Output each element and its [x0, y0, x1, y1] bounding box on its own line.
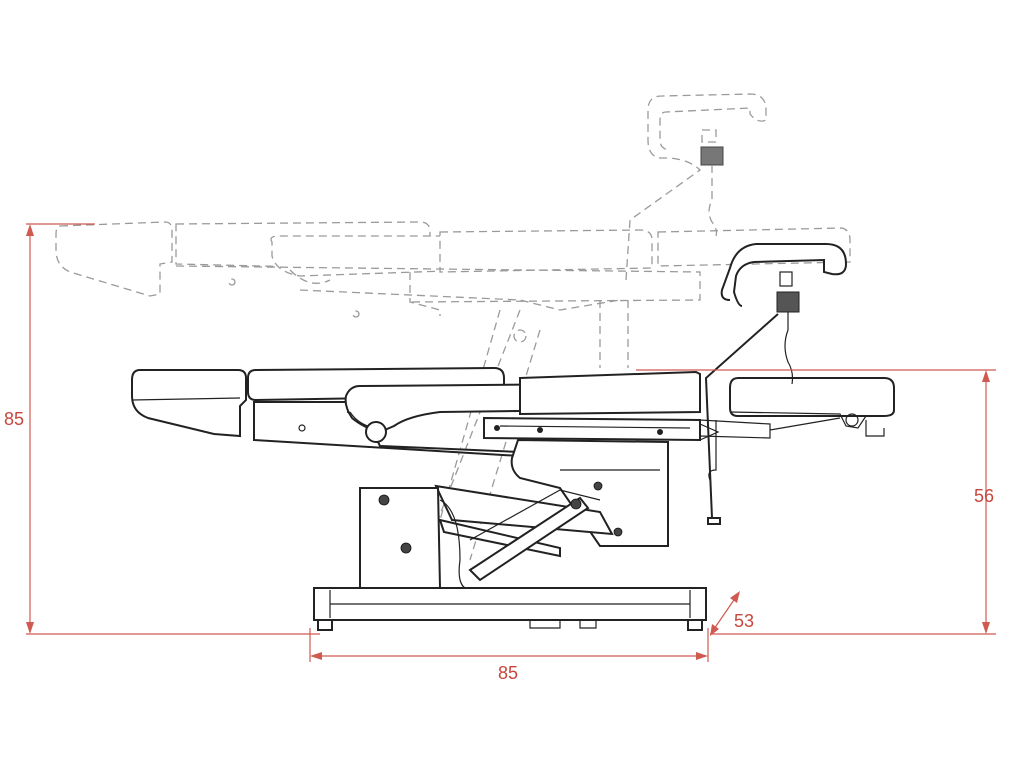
base-length-label: 85 — [498, 663, 518, 683]
seat-roller — [365, 421, 387, 443]
lowered-position-outline — [131, 243, 895, 631]
back-section — [519, 370, 701, 416]
main-frame-rail — [483, 416, 701, 442]
seat-height-label: 56 — [974, 486, 994, 506]
support-column — [359, 487, 442, 589]
leveling-foot-right — [687, 619, 703, 631]
armrest-tip — [707, 517, 721, 525]
leveling-foot-left — [317, 619, 333, 631]
foot-section — [131, 369, 247, 438]
ghost-back-section — [439, 229, 653, 273]
base-width-label: 53 — [734, 611, 754, 631]
head-section — [729, 377, 895, 417]
hydraulic-cylinder — [468, 496, 590, 582]
raised-position-outline — [55, 93, 851, 561]
upper-lift-housing — [510, 438, 669, 547]
armrest-pad — [720, 243, 848, 307]
ghost-foot-section — [55, 221, 173, 297]
ghost-armrest — [625, 93, 767, 281]
overall-height-label: 85 — [4, 409, 24, 429]
dimension-annotations: 85 56 85 53 — [4, 223, 996, 683]
